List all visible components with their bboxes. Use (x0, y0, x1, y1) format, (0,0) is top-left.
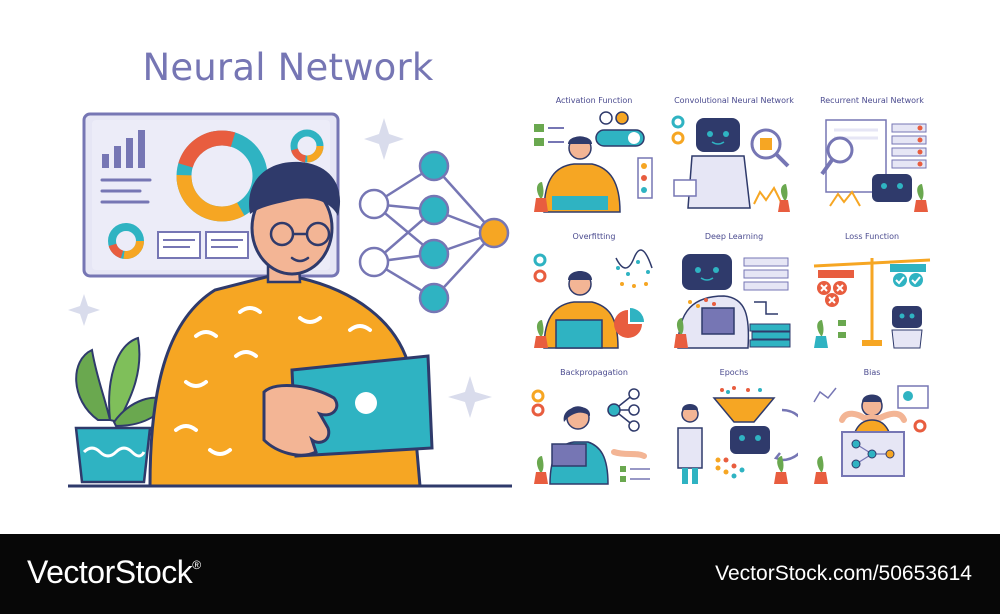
image-url: VectorStock.com/50653614 (715, 562, 972, 585)
panel-title: Bias (863, 368, 881, 377)
hero-scene (68, 112, 512, 488)
brand-registered-mark: ® (192, 558, 201, 572)
panel-epochs: Epochs (670, 368, 798, 486)
activation-function-scene (534, 111, 653, 213)
plant-icon (74, 336, 170, 484)
panel-title: Convolutional Neural Network (674, 96, 794, 105)
panel-recurrent-neural-network: Recurrent Neural Network (808, 96, 936, 214)
sparkle-icons (68, 118, 492, 418)
panel-bias: Bias (808, 368, 936, 486)
deep-learning-scene (674, 254, 791, 349)
glasses-icon (269, 221, 331, 247)
hero-person (148, 161, 434, 488)
bias-scene (813, 385, 929, 484)
panel-title: Activation Function (555, 96, 633, 105)
neural-network-graph (373, 164, 495, 300)
brand-logo: VectorStock® (27, 554, 201, 591)
dashboard-donut-chart (176, 130, 268, 222)
rnn-scene (820, 119, 928, 212)
brand-name: VectorStock (27, 554, 193, 590)
panel-title: Overfitting (572, 232, 616, 241)
panel-title: Recurrent Neural Network (820, 96, 924, 105)
dashboard-donut-bottom (108, 223, 144, 259)
panel-backpropagation: Backpropagation (530, 368, 658, 486)
dashboard-text-blocks (157, 231, 249, 259)
panel-title: Backpropagation (560, 368, 628, 377)
cnn-scene (671, 115, 790, 212)
panel-title: Loss Function (844, 232, 900, 241)
illustration-canvas: Neural Network (68, 46, 936, 488)
watermark-footer: VectorStock® VectorStock.com/50653614 (0, 534, 1000, 614)
dashboard-small-donut (290, 129, 324, 163)
network-nodes (358, 150, 510, 314)
dashboard-text-lines (100, 178, 152, 204)
epochs-scene (677, 386, 798, 484)
main-title: Neural Network (142, 46, 434, 89)
overfitting-scene (533, 249, 653, 349)
panel-overfitting: Overfitting (530, 232, 658, 350)
panel-deep-learning: Deep Learning (670, 232, 798, 350)
panel-title: Epochs (719, 368, 749, 377)
loss-function-scene (813, 258, 931, 349)
panel-convolutional-neural-network: Convolutional Neural Network (670, 96, 798, 214)
panel-activation-function: Activation Function (530, 96, 658, 214)
panel-title: Deep Learning (704, 232, 764, 241)
dashboard-bar-chart (102, 130, 145, 168)
panel-loss-function: Loss Function (808, 232, 936, 350)
backpropagation-scene (531, 388, 650, 485)
